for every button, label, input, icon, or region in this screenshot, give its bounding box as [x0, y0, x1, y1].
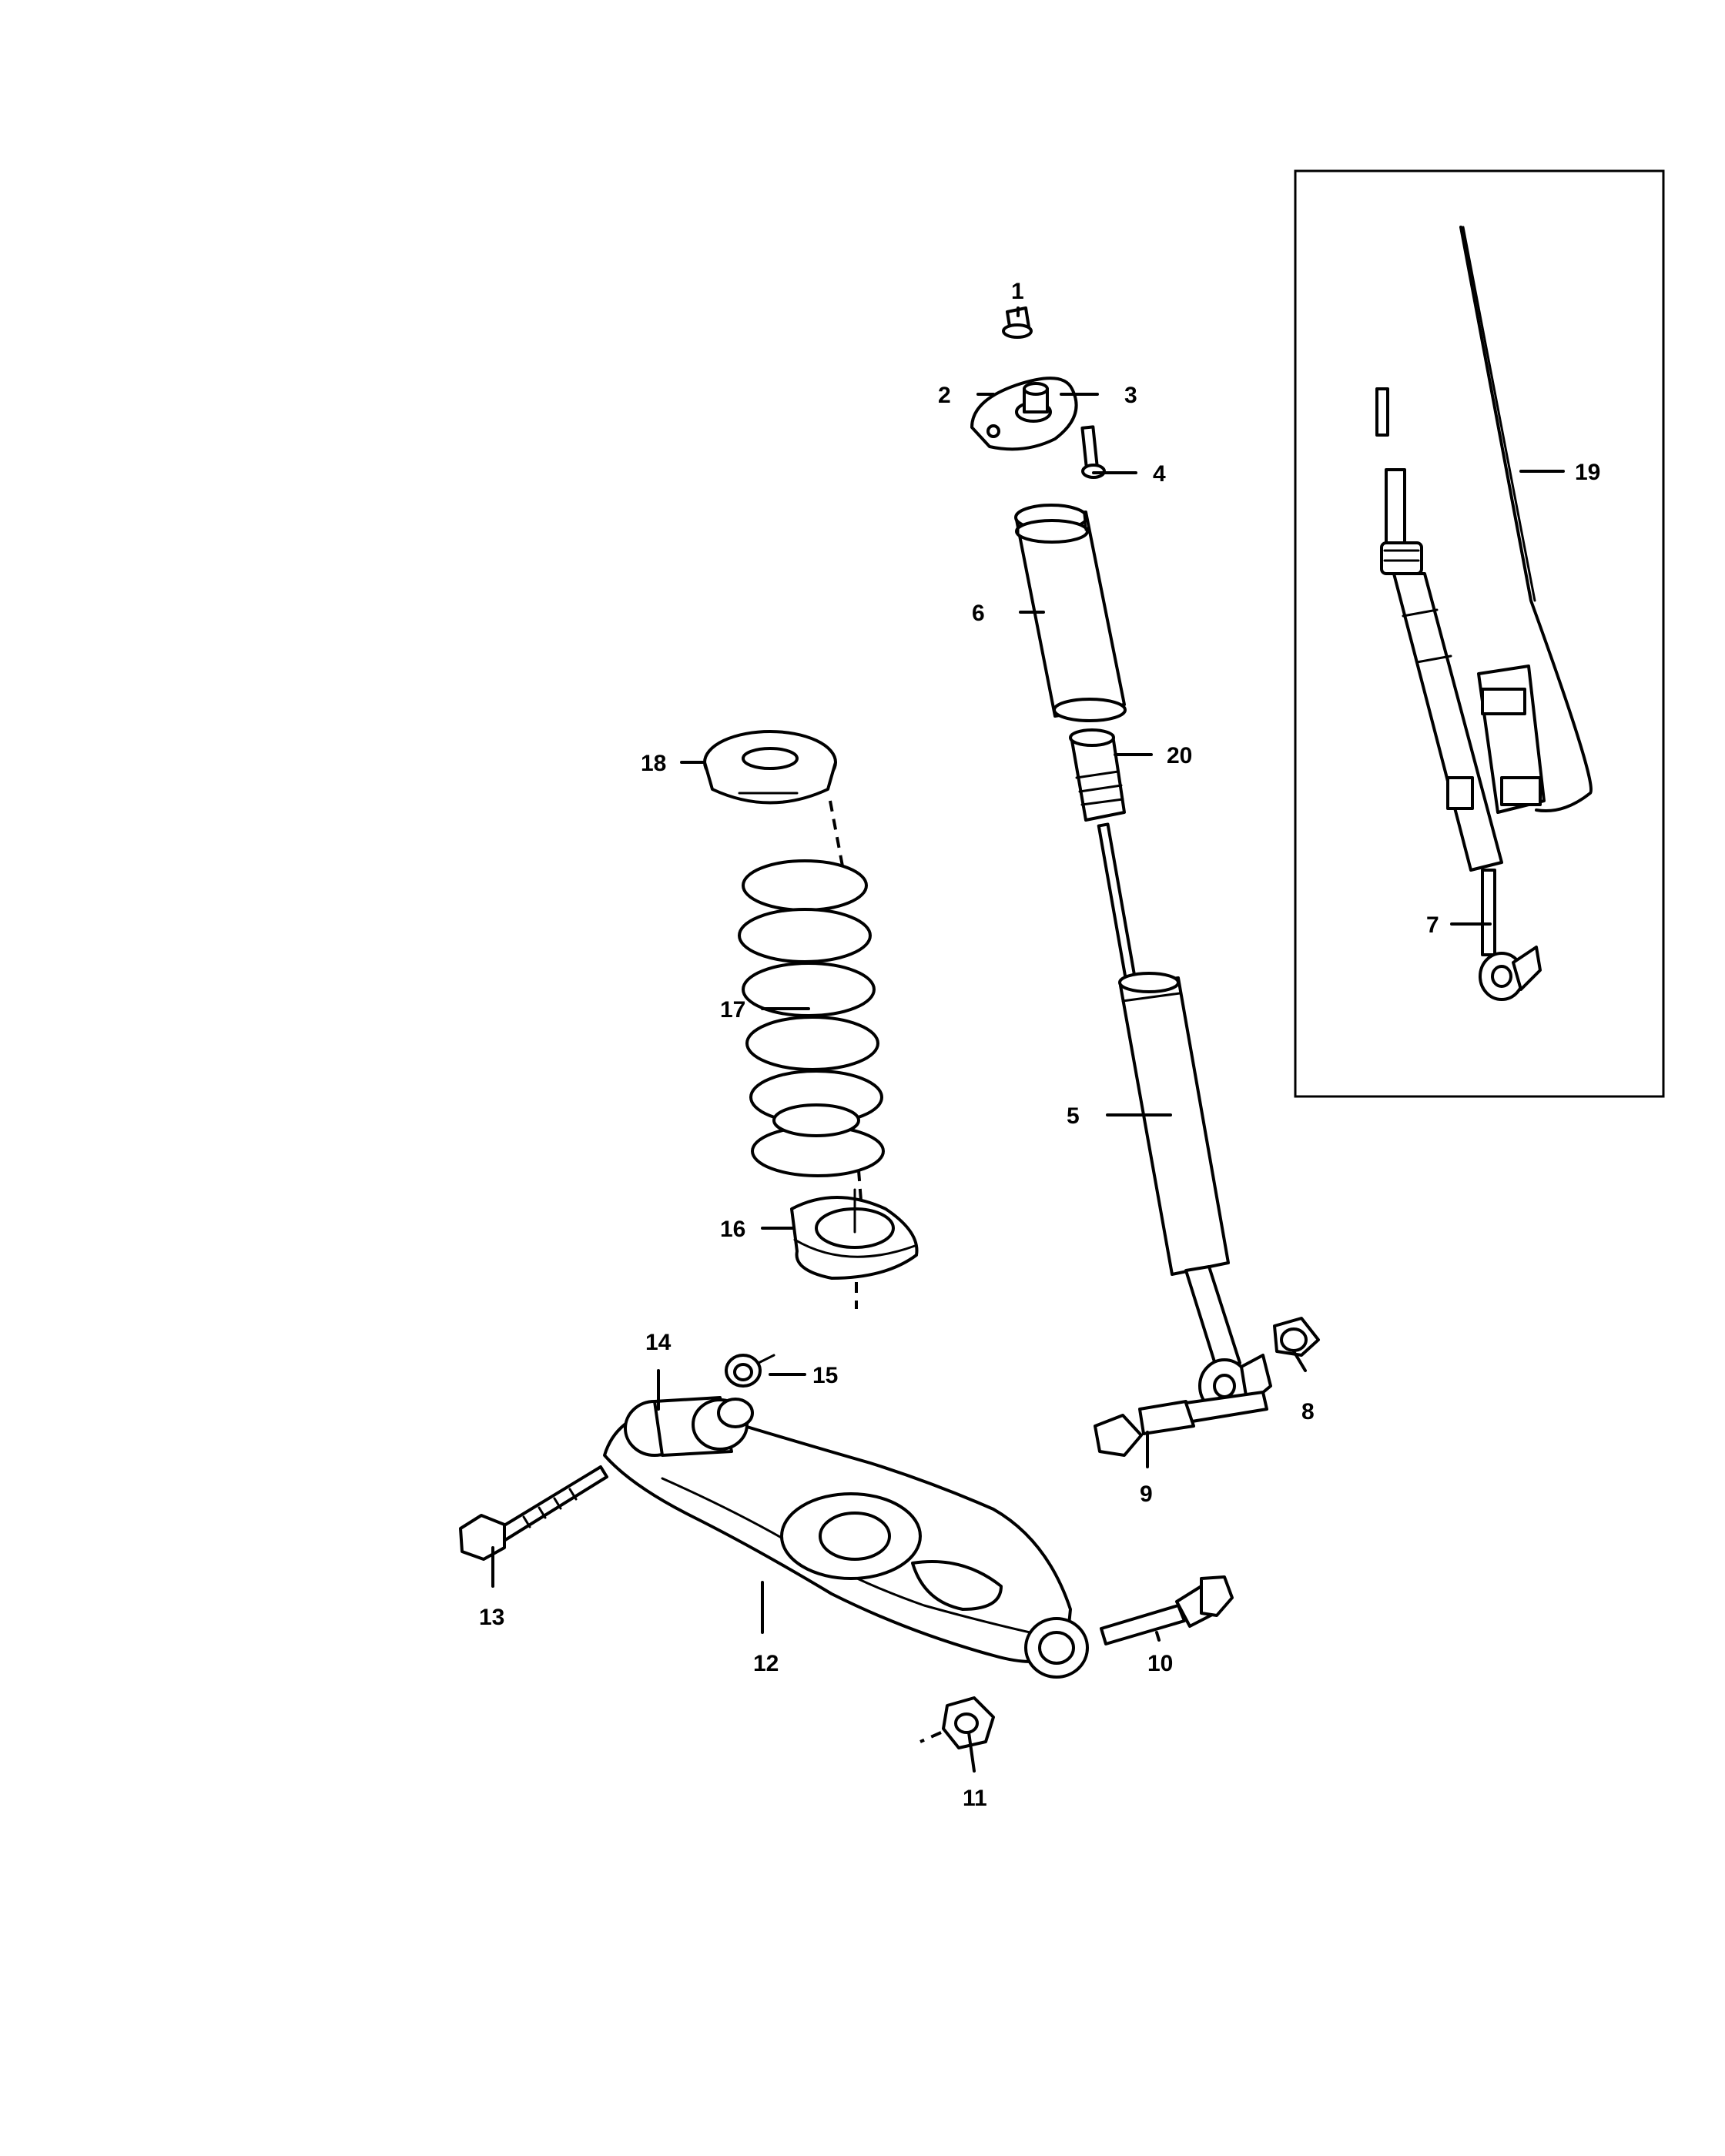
lower-spring-seat-16	[790, 1188, 919, 1280]
callout-20: 20	[1167, 743, 1192, 768]
upper-mount-2-3	[970, 377, 1078, 451]
bolt-13	[459, 1465, 608, 1561]
coil-spring-17	[738, 859, 885, 1177]
callout-6: 6	[972, 601, 985, 626]
callout-7: 7	[1426, 912, 1439, 938]
callout-labels: 1 2 3 4 6 20 18 17 5 16 14 15 8 9 13 12 …	[479, 279, 1600, 1811]
callout-11: 11	[963, 1786, 987, 1811]
inset-frame	[1294, 169, 1665, 1098]
callout-14: 14	[645, 1330, 672, 1355]
callout-17: 17	[720, 997, 745, 1023]
callout-19: 19	[1575, 460, 1600, 485]
bolt-10	[1100, 1575, 1234, 1645]
callout-8: 8	[1301, 1399, 1315, 1424]
callout-12: 12	[753, 1651, 779, 1676]
nut-15	[725, 1354, 775, 1388]
inset-wiring-harness	[1459, 226, 1593, 812]
callout-1: 1	[1011, 279, 1024, 304]
washer-8	[1273, 1317, 1320, 1357]
jounce-bumper-20	[1069, 728, 1126, 822]
upper-spring-seat-18	[703, 730, 837, 805]
assembly-line-upper	[829, 800, 845, 871]
nut-11	[919, 1696, 995, 1749]
lower-control-arm-12	[603, 1408, 1072, 1663]
nut-1	[1002, 306, 1033, 339]
callout-16: 16	[720, 1217, 745, 1242]
callout-18: 18	[641, 751, 666, 776]
bolt-9	[1094, 1391, 1268, 1457]
bushing-14	[624, 1396, 754, 1457]
callout-10: 10	[1147, 1651, 1173, 1676]
rear-bushing	[1024, 1617, 1089, 1679]
callout-2: 2	[938, 383, 951, 408]
dust-boot-6	[1014, 504, 1127, 722]
callout-9: 9	[1140, 1481, 1153, 1507]
leader-lines	[491, 306, 1565, 1773]
shock-absorber-5	[1097, 822, 1272, 1414]
callout-3: 3	[1124, 383, 1137, 408]
callout-4: 4	[1153, 461, 1166, 487]
callout-15: 15	[812, 1363, 838, 1388]
bolt-4	[1080, 425, 1106, 479]
inset-shock-with-electronic-damper	[1375, 387, 1546, 1001]
callout-13: 13	[479, 1605, 504, 1630]
callout-5: 5	[1067, 1103, 1080, 1129]
